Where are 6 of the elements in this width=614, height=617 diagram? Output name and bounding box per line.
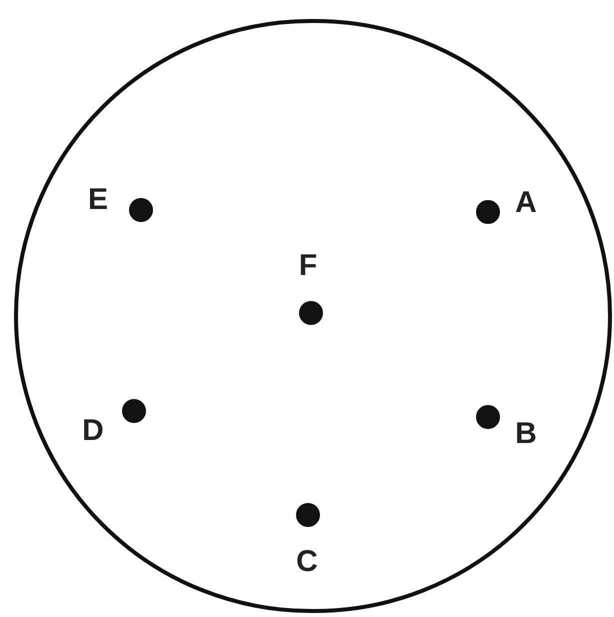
- point-label: B: [515, 419, 537, 449]
- point-label: F: [298, 251, 318, 281]
- point-label: D: [82, 416, 104, 446]
- point-label: C: [296, 547, 318, 577]
- point-label: A: [515, 188, 537, 218]
- point-label: E: [88, 185, 108, 215]
